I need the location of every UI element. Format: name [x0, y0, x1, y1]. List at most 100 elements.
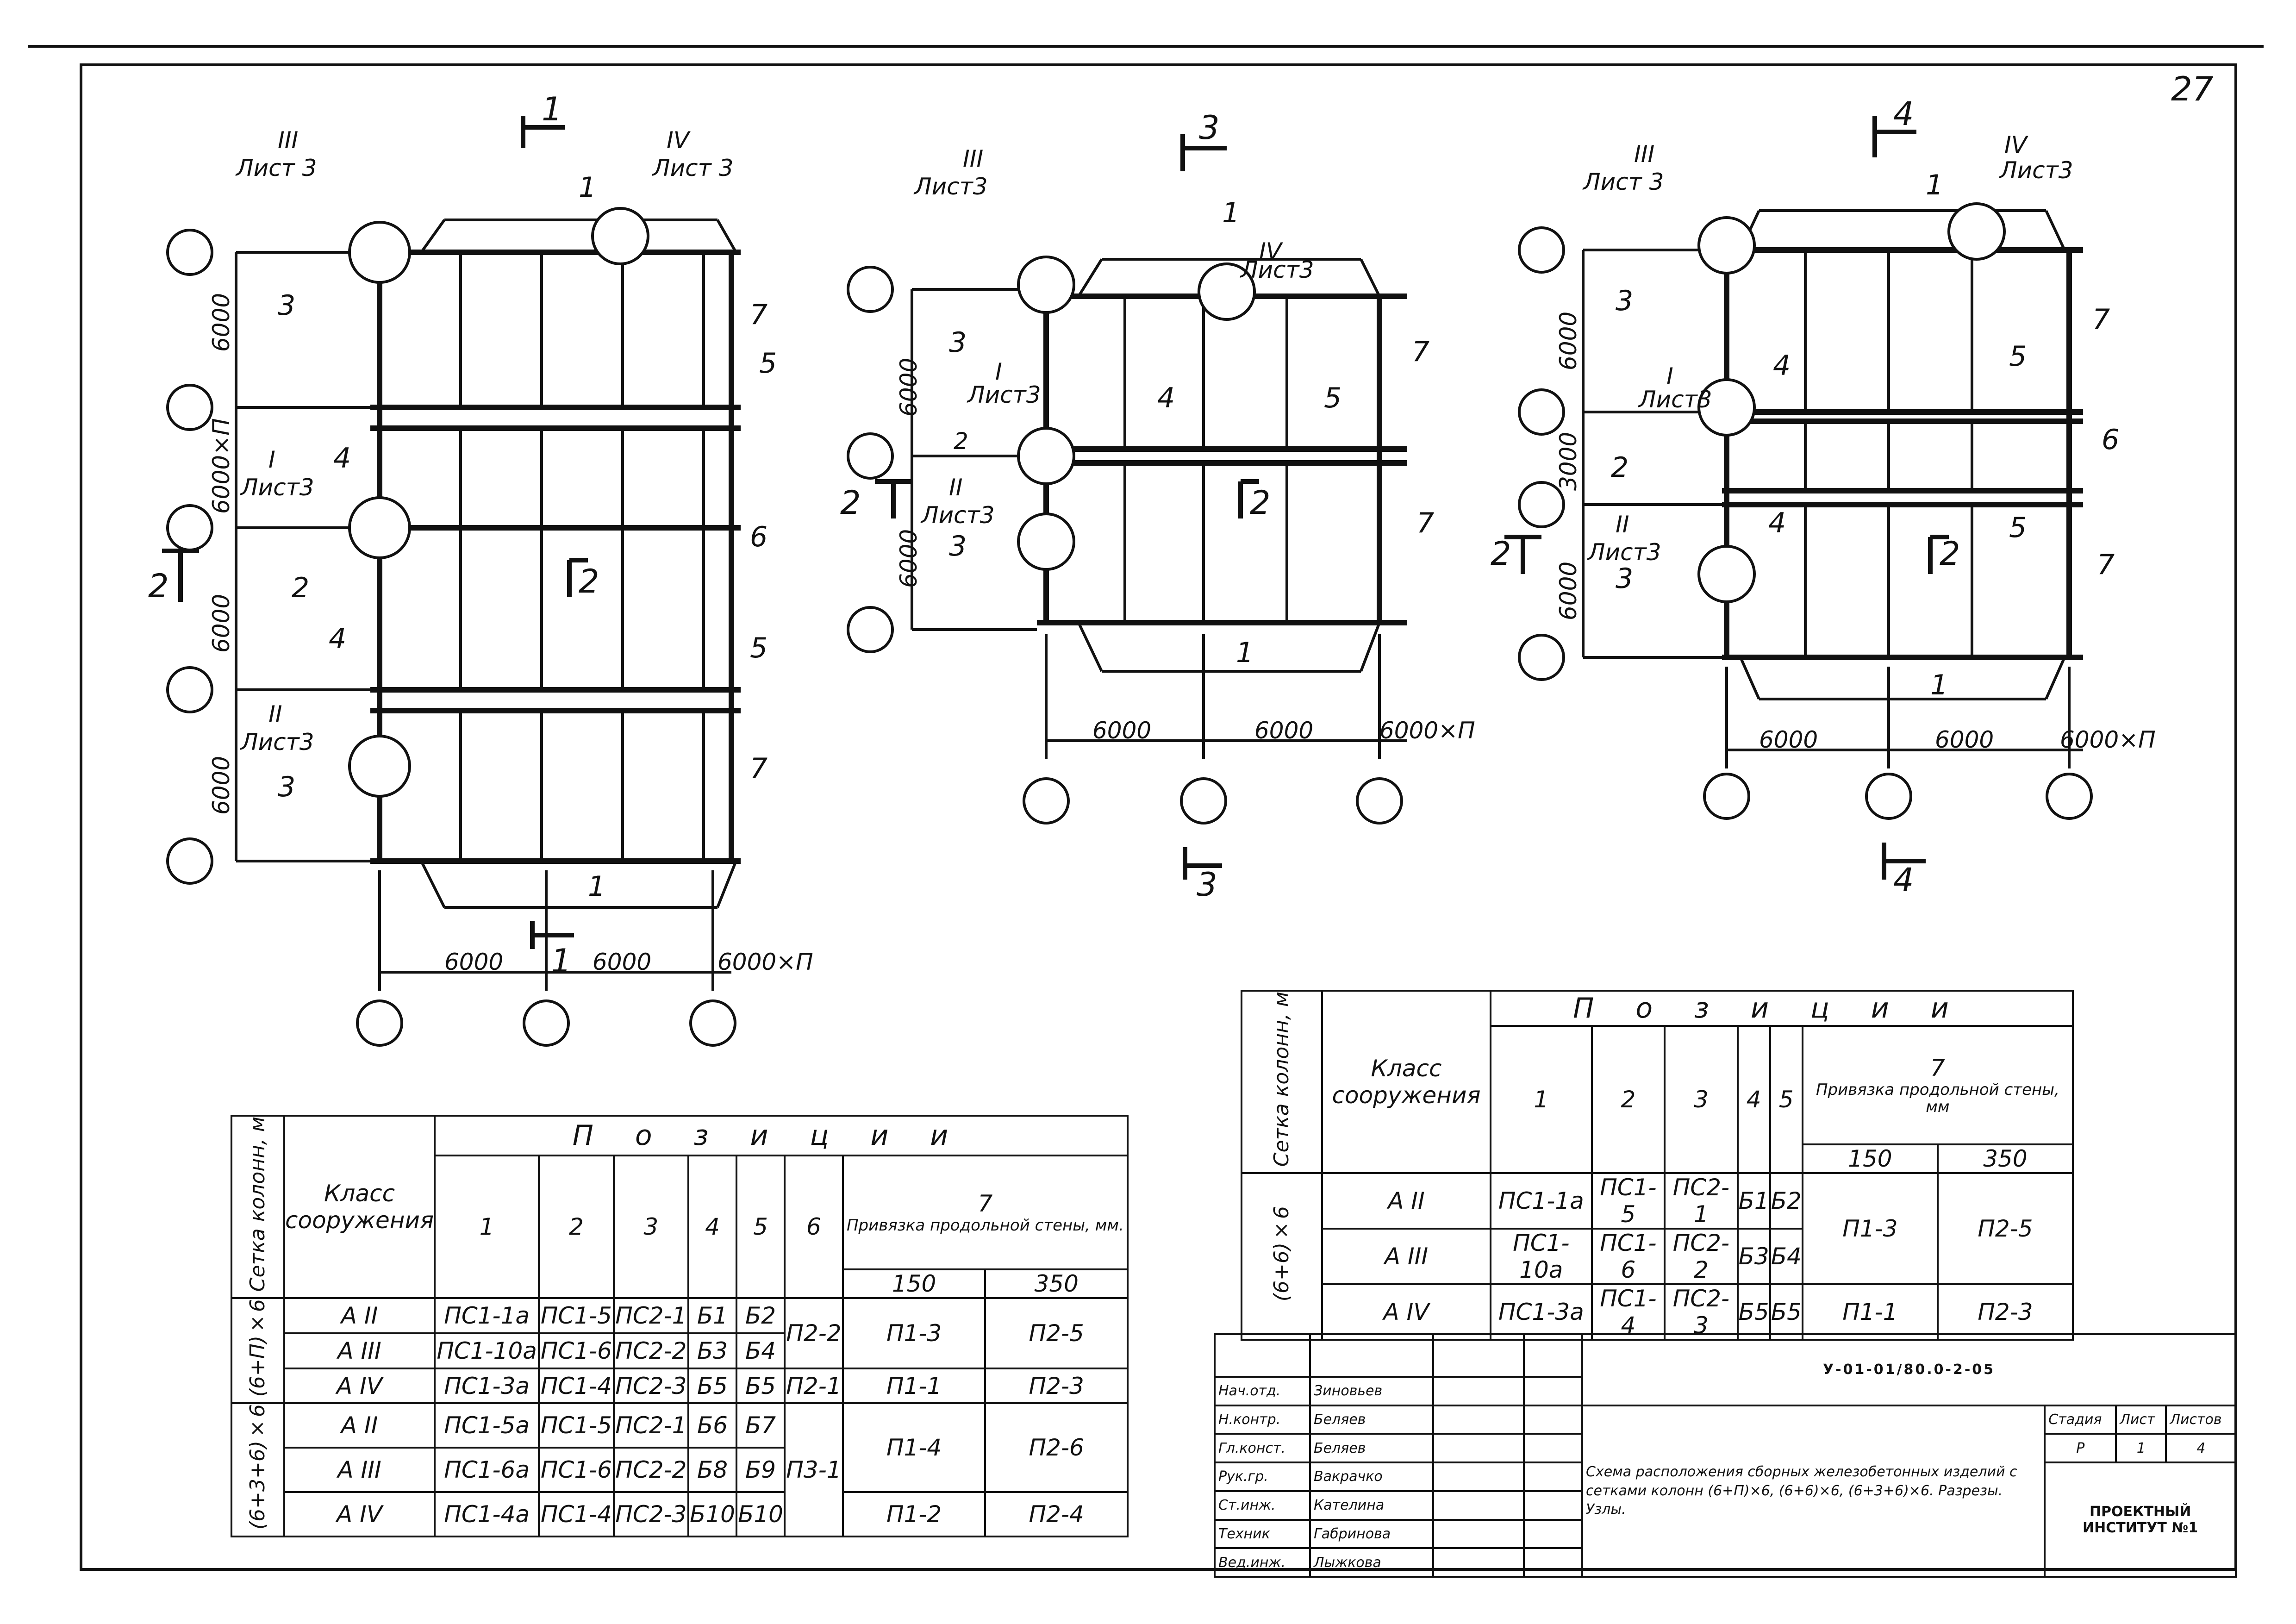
- position-label: 1: [1222, 197, 1240, 229]
- table-row: (6+П)×6 А II ПС1-1а ПС1-5 ПС2-1 Б1 Б2 П2…: [231, 1297, 1129, 1405]
- institute-name: ПРОЕКТНЫЙ ИНСТИТУТ №1: [2044, 1462, 2237, 1578]
- cell: П1-3: [842, 1297, 986, 1369]
- cell: ПС2-2: [1664, 1228, 1739, 1286]
- position-label: 4: [1157, 382, 1175, 414]
- callout-roman: IV: [1259, 238, 1284, 265]
- position-label: 1: [1236, 637, 1254, 669]
- position-label: 2: [292, 572, 309, 604]
- position-label: 5: [1324, 382, 1341, 414]
- position-label: 7: [750, 299, 767, 331]
- header-grid: Сетка колонн, м: [1241, 989, 1323, 1174]
- cell: Б3: [1736, 1228, 1771, 1286]
- staff-date: [1523, 1547, 1583, 1578]
- position-label: 3: [278, 771, 295, 803]
- position-label: 4: [1768, 507, 1786, 539]
- staff-blank: [1309, 1333, 1434, 1378]
- table-row: А IV ПС1-4а ПС1-4 ПС2-3 Б10 Б10 П1-2 П2-…: [231, 1491, 1129, 1537]
- cell: ПС1-3а: [1490, 1283, 1593, 1341]
- cell: Б2: [1769, 1172, 1803, 1230]
- dim-left-2: 3000: [1555, 432, 1582, 491]
- cell: ПС1-4: [538, 1367, 615, 1405]
- position-label: 4: [333, 442, 351, 475]
- position-label: 5: [759, 347, 777, 380]
- section-mark: 2: [1491, 535, 1511, 573]
- cell: П3-1: [784, 1402, 844, 1537]
- staff-date: [1523, 1490, 1583, 1521]
- class-cell: А II: [283, 1402, 436, 1449]
- section-mark: 3: [1199, 109, 1220, 147]
- cell: П2-4: [984, 1491, 1129, 1537]
- cell: Б5: [1769, 1283, 1803, 1341]
- staff-signature: [1432, 1404, 1525, 1435]
- position-label: 3: [278, 289, 295, 322]
- section-mark: 2: [579, 562, 599, 600]
- cell: П2-3: [984, 1367, 1129, 1405]
- cell: Б8: [687, 1447, 738, 1493]
- header-col-4: 4: [1736, 1024, 1771, 1174]
- cell: Б5: [736, 1367, 786, 1405]
- cell: ПС1-10а: [434, 1332, 540, 1369]
- header-col-1: 1: [434, 1154, 540, 1299]
- callout-roman: II: [1616, 511, 1629, 538]
- header-col-2: 2: [1591, 1024, 1666, 1174]
- cell: ПС1-4: [1591, 1283, 1666, 1341]
- cell: П2-5: [1936, 1172, 2074, 1286]
- title-block: У-01-01/80.0-2-05 Нач.отд. Зиновьев Н.ко…: [1214, 1333, 2237, 1578]
- section-mark: 2: [840, 484, 861, 522]
- section-mark: 1: [542, 90, 562, 128]
- cell: ПС1-6: [1591, 1228, 1666, 1286]
- grid-cell: (6+6)×6: [1241, 1172, 1323, 1341]
- staff-role: Гл.конст.: [1214, 1433, 1311, 1464]
- callout-roman: I: [268, 446, 275, 473]
- cell: Б4: [736, 1332, 786, 1369]
- page-number: 27: [2171, 69, 2214, 108]
- plan-mid: [847, 134, 1407, 880]
- drawing-frame: [80, 63, 2237, 1571]
- staff-signature: [1432, 1376, 1525, 1406]
- position-label: 7: [1416, 507, 1434, 539]
- staff-name: Кателина: [1309, 1490, 1434, 1521]
- cell: ПС1-4а: [434, 1491, 540, 1537]
- grid-cell: (6+3+6)×6: [231, 1402, 285, 1537]
- table-row: А IV ПС1-3а ПС1-4 ПС2-3 Б5 Б5 П2-1 П1-1 …: [231, 1367, 1129, 1405]
- dim-left-1: 6000: [1555, 312, 1582, 370]
- drawing-description: Схема расположения сборных железобетонны…: [1581, 1404, 2046, 1578]
- dim-bottom-2: 6000: [1254, 717, 1313, 744]
- cell: Б1: [687, 1297, 738, 1334]
- class-cell: А IV: [1321, 1283, 1491, 1341]
- callout-sheet: Лист 3: [1582, 169, 1664, 195]
- cell: ПС2-2: [612, 1332, 690, 1369]
- staff-signature: [1432, 1490, 1525, 1521]
- cell: ПС2-1: [1664, 1172, 1739, 1230]
- callout-sheet: Лист3: [967, 381, 1041, 408]
- cell: ПС2-3: [612, 1491, 690, 1537]
- header-col-1: 1: [1490, 1024, 1593, 1174]
- cell: Б5: [1736, 1283, 1771, 1341]
- position-label: 3: [1616, 562, 1633, 595]
- table-row: (6+6)×6 А II ПС1-1а ПС1-5 ПС2-1 Б1 Б2 П1…: [1241, 1172, 2074, 1341]
- position-label: 4: [1773, 350, 1791, 382]
- cell: Б7: [736, 1402, 786, 1449]
- class-cell: А II: [1321, 1172, 1491, 1230]
- cell: ПС1-5: [1591, 1172, 1666, 1230]
- position-label: 6: [2102, 424, 2119, 456]
- staff-role: Вед.инж.: [1214, 1547, 1311, 1578]
- staff-name: Беляев: [1309, 1404, 1434, 1435]
- cell: П2-6: [984, 1402, 1129, 1493]
- section-mark: 3: [1197, 866, 1217, 904]
- cell: ПС1-5: [538, 1402, 615, 1449]
- grid-cell: (6+П)×6: [231, 1297, 285, 1405]
- callout-sheet: Лист3: [1999, 157, 2073, 184]
- cell: ПС1-1а: [1490, 1172, 1593, 1230]
- staff-blank: [1432, 1333, 1525, 1378]
- callout-sheet: Лист3: [920, 502, 995, 529]
- table-row: А III ПС1-6а ПС1-6 ПС2-2 Б8 Б9: [231, 1447, 1128, 1493]
- position-label: 5: [2009, 340, 2027, 373]
- position-label: 2: [1611, 451, 1628, 484]
- staff-name: Вакрачко: [1309, 1462, 1434, 1492]
- cell: Б10: [687, 1491, 738, 1537]
- header-stage: Стадия: [2044, 1404, 2117, 1435]
- staff-date: [1523, 1404, 1583, 1435]
- dim-bottom-3: 6000×П: [718, 949, 813, 975]
